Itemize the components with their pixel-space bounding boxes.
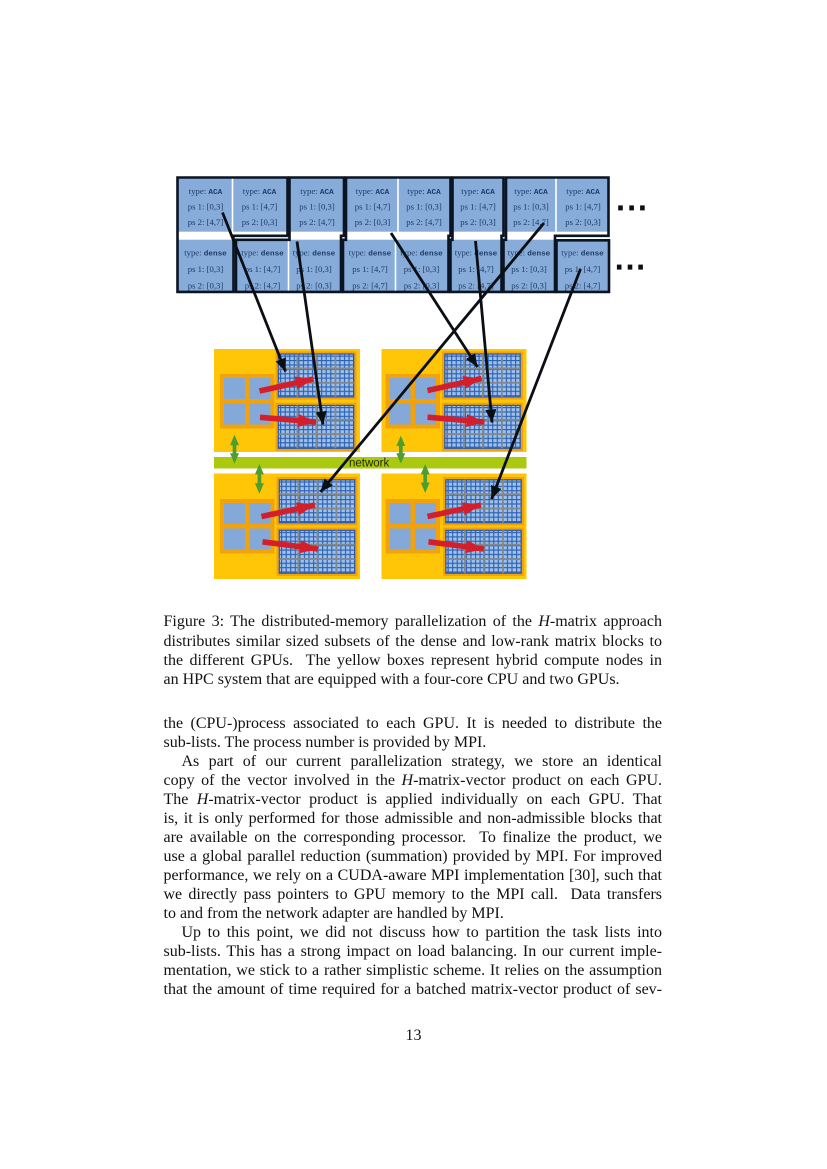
svg-text:ps 2: [0,3]: ps 2: [0,3]	[460, 217, 496, 227]
svg-text:type: dense: type: dense	[349, 248, 392, 259]
svg-text:type: dense: type: dense	[293, 248, 336, 259]
svg-text:type: dense: type: dense	[508, 248, 551, 259]
svg-text:ps 2: [0,3]: ps 2: [0,3]	[355, 217, 391, 227]
svg-text:type: dense: type: dense	[241, 248, 284, 259]
svg-text:ps 1: [0,3]: ps 1: [0,3]	[299, 202, 335, 212]
svg-text:ps 2: [4,7]: ps 2: [4,7]	[245, 281, 281, 291]
svg-text:ps 2: [0,3]: ps 2: [0,3]	[565, 217, 601, 227]
svg-text:ps 2: [4,7]: ps 2: [4,7]	[299, 217, 335, 227]
svg-text:ps 2: [4,7]: ps 2: [4,7]	[406, 217, 442, 227]
svg-text:ps 1: [4,7]: ps 1: [4,7]	[242, 202, 278, 212]
svg-text:type: ACA: type: ACA	[356, 186, 390, 197]
svg-text:type: ACA: type: ACA	[300, 186, 334, 197]
svg-text:ps 2: [4,7]: ps 2: [4,7]	[352, 281, 388, 291]
svg-text:ps 2: [0,3]: ps 2: [0,3]	[242, 217, 278, 227]
svg-text:ps 2: [4,7]: ps 2: [4,7]	[565, 281, 601, 291]
svg-text:ps 2: [4,7]: ps 2: [4,7]	[188, 217, 224, 227]
svg-text:ps 1: [4,7]: ps 1: [4,7]	[352, 264, 388, 274]
svg-text:ps 2: [4,7]: ps 2: [4,7]	[458, 281, 494, 291]
svg-text:ps 1: [4,7]: ps 1: [4,7]	[460, 202, 496, 212]
svg-text:type: dense: type: dense	[561, 248, 604, 259]
svg-text:ps 2: [0,3]: ps 2: [0,3]	[188, 281, 224, 291]
svg-text:ps 1: [0,3]: ps 1: [0,3]	[188, 264, 224, 274]
svg-text:ps 2: [0,3]: ps 2: [0,3]	[511, 281, 547, 291]
svg-text:ps 1: [4,7]: ps 1: [4,7]	[245, 264, 281, 274]
svg-text:ps 2: [0,3]: ps 2: [0,3]	[404, 281, 440, 291]
svg-text:type: ACA: type: ACA	[407, 186, 441, 197]
svg-text:type: ACA: type: ACA	[514, 186, 548, 197]
svg-text:ps 1: [4,7]: ps 1: [4,7]	[355, 202, 391, 212]
svg-text:type: ACA: type: ACA	[189, 186, 223, 197]
svg-text:network: network	[349, 457, 390, 469]
svg-text:type: ACA: type: ACA	[566, 186, 600, 197]
svg-text:ps 1: [0,3]: ps 1: [0,3]	[406, 202, 442, 212]
svg-text:type: ACA: type: ACA	[243, 186, 277, 197]
svg-text:type: dense: type: dense	[184, 248, 227, 259]
svg-text:ps 1: [4,7]: ps 1: [4,7]	[565, 264, 601, 274]
svg-text:ps 1: [0,3]: ps 1: [0,3]	[511, 264, 547, 274]
svg-text:type: ACA: type: ACA	[461, 186, 495, 197]
svg-text:ps 1: [4,7]: ps 1: [4,7]	[458, 264, 494, 274]
svg-text:type: dense: type: dense	[400, 248, 443, 259]
svg-text:ps 1: [0,3]: ps 1: [0,3]	[296, 264, 332, 274]
svg-text:ps 1: [0,3]: ps 1: [0,3]	[188, 202, 224, 212]
svg-text:ps 1: [0,3]: ps 1: [0,3]	[404, 264, 440, 274]
svg-text:ps 2: [0,3]: ps 2: [0,3]	[296, 281, 332, 291]
svg-text:ps 2: [4,7]: ps 2: [4,7]	[513, 217, 549, 227]
svg-text:ps 1: [0,3]: ps 1: [0,3]	[513, 202, 549, 212]
svg-text:ps 1: [4,7]: ps 1: [4,7]	[565, 202, 601, 212]
